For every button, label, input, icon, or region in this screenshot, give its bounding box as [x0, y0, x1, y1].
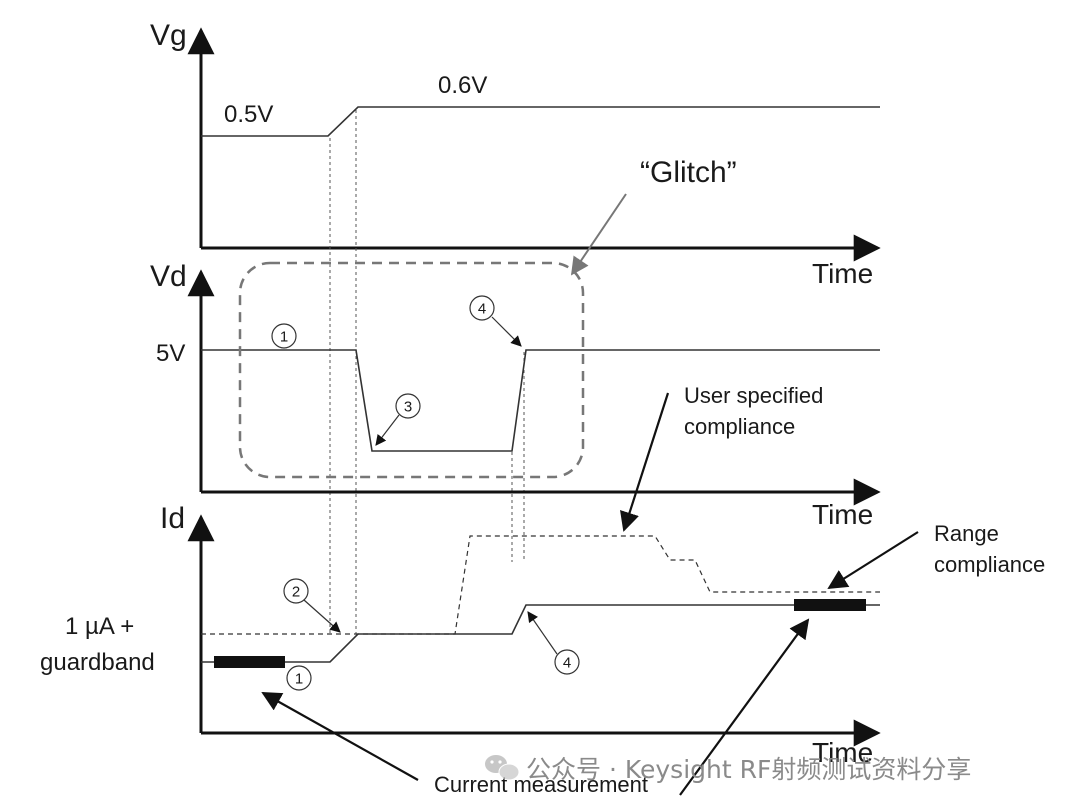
- svg-text:1: 1: [280, 329, 288, 346]
- user-compliance-label-line1: User specified: [684, 383, 823, 408]
- id-waveform: [201, 604, 880, 663]
- marker-1-vd: 1: [271, 323, 297, 349]
- glitch-label: “Glitch”: [640, 156, 737, 189]
- svg-text:4: 4: [563, 655, 571, 672]
- vg-level-high-label: 0.6V: [438, 72, 487, 99]
- id-time-label: Time: [812, 737, 873, 768]
- current-measurement-annotation: Current measurement: [261, 618, 810, 797]
- id-plot: Id Time 1 µA + guardband: [40, 502, 881, 768]
- user-compliance-label-line2: compliance: [684, 414, 795, 439]
- current-measurement-label: Current measurement: [434, 772, 648, 797]
- range-compliance-annotation: Range compliance: [827, 521, 1045, 590]
- svg-text:4: 4: [478, 301, 486, 318]
- measurement-bar-initial: [214, 656, 285, 668]
- marker-4-vd: 4: [469, 295, 522, 347]
- range-compliance-label-line1: Range: [934, 521, 999, 546]
- vd-time-label: Time: [812, 499, 873, 530]
- vd-axis-label: Vd: [150, 260, 187, 293]
- id-axis-label: Id: [160, 502, 185, 535]
- measurement-bar-final: [794, 599, 866, 611]
- glitch-arrow: [570, 193, 627, 276]
- user-compliance-arrow: [620, 392, 670, 532]
- marker-1-id: 1: [286, 665, 312, 691]
- watermark: 公众号 · Keysight RF射频测试资料分享: [485, 755, 971, 784]
- vd-level-label: 5V: [156, 340, 185, 367]
- vg-level-low-label: 0.5V: [224, 101, 273, 128]
- vg-plot: Vg Time 0.5V 0.6V: [150, 19, 881, 289]
- range-compliance-label-line2: compliance: [934, 552, 1045, 577]
- vd-plot: Vd Time 5V “Glitch”: [150, 156, 881, 530]
- user-compliance-annotation: User specified compliance: [620, 383, 823, 532]
- compliance-dashed-line: [201, 535, 880, 635]
- time-guides: [329, 110, 525, 634]
- vg-waveform: [201, 106, 880, 137]
- glitch-highlight-box: [238, 261, 585, 479]
- marker-3-vd: 3: [375, 393, 421, 446]
- marker-2-id: 2: [283, 578, 341, 633]
- id-level-label-line1: 1 µA +: [65, 613, 134, 640]
- svg-text:1: 1: [295, 671, 303, 688]
- vg-axis-label: Vg: [150, 19, 187, 52]
- marker-4-id: 4: [527, 611, 580, 675]
- current-measurement-arrow-left: [261, 692, 419, 781]
- svg-text:2: 2: [292, 584, 300, 601]
- vd-waveform: [201, 349, 880, 452]
- wechat-icon: [485, 755, 520, 781]
- svg-text:3: 3: [404, 399, 412, 416]
- range-compliance-arrow: [827, 531, 919, 590]
- id-level-label-line2: guardband: [40, 649, 155, 676]
- vg-time-label: Time: [812, 258, 873, 289]
- current-measurement-arrow-right: [679, 618, 810, 796]
- watermark-text: 公众号 · Keysight RF射频测试资料分享: [526, 755, 971, 784]
